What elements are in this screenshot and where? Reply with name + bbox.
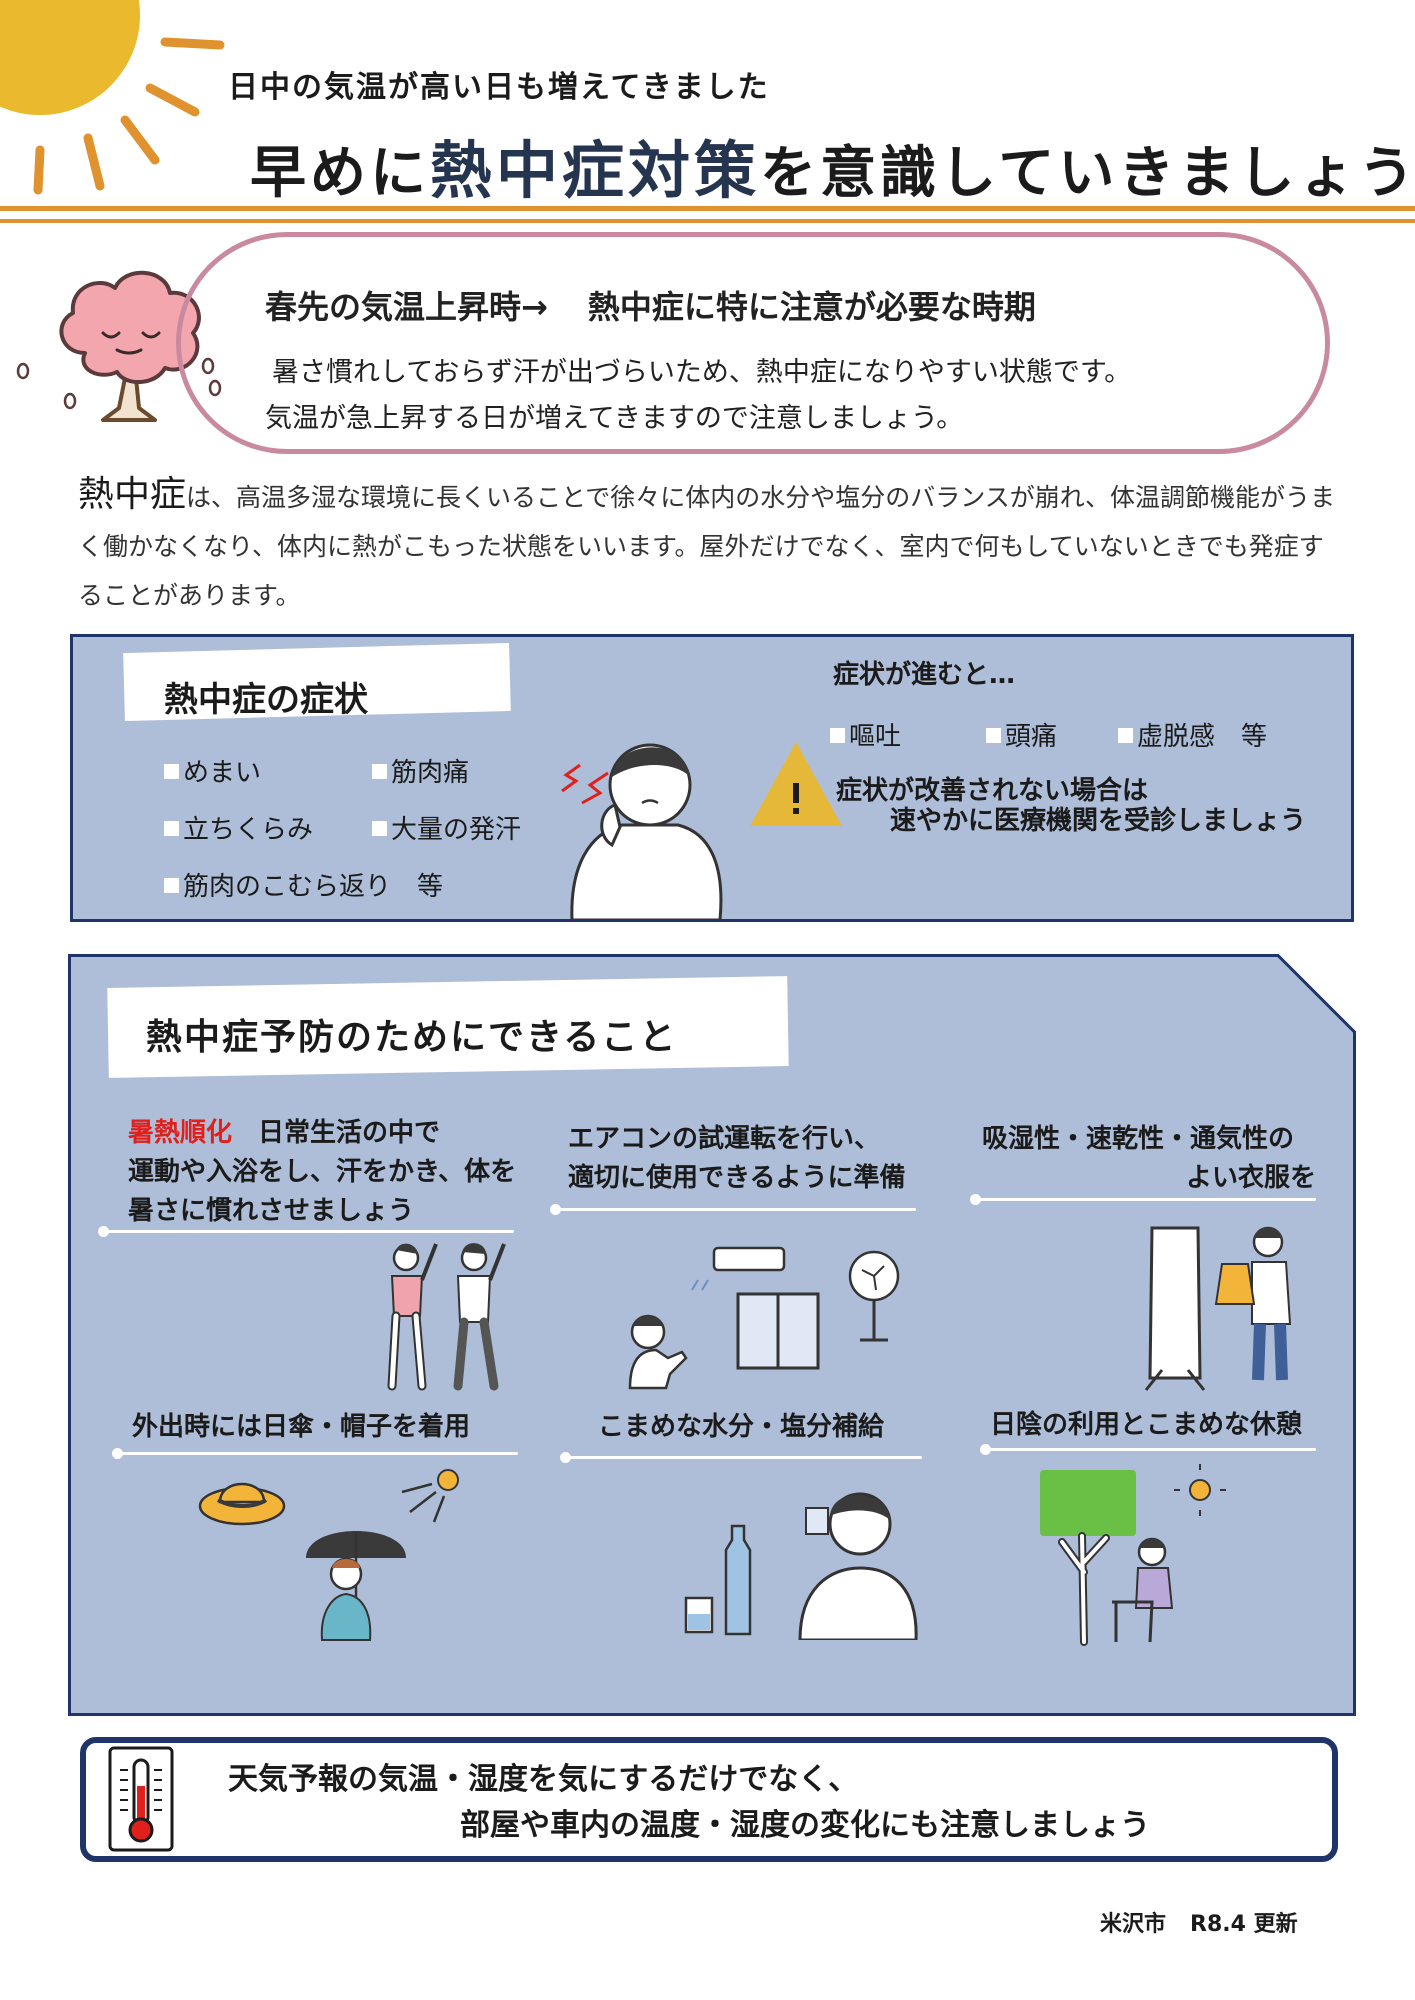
tip-1-rest: 日常生活の中で (258, 1118, 441, 1148)
advanced-symptom-item: 嘔吐 (830, 716, 901, 753)
symptom-item: 筋肉のこむら返り 等 (164, 866, 443, 903)
tree-shade-illustration (1040, 1464, 1226, 1646)
intro-term: 熱中症 (78, 474, 187, 515)
symptom-item: 立ちくらみ (164, 809, 313, 846)
footer: 米沢市 R8.4 更新 (1100, 1906, 1298, 1938)
tip-5-underline (560, 1452, 922, 1463)
tip-clothing: 吸湿性・速乾性・通気性の よい衣服を (982, 1120, 1322, 1198)
tip-heat-acclimation: 暑熱順化 日常生活の中で 運動や入浴をし、汗をかき、体を 暑さに慣れさせましょう (128, 1114, 516, 1231)
footer-city: 米沢市 (1100, 1912, 1167, 1937)
advanced-symptoms-title: 症状が進むと… (833, 660, 1016, 690)
tip-2-underline (550, 1204, 916, 1215)
title-emphasis: 熱中症対策 (430, 134, 761, 207)
tip-4-underline (112, 1448, 518, 1459)
tip-1-underline (98, 1226, 514, 1237)
tip-hydration: こまめな水分・塩分補給 (598, 1412, 885, 1442)
tip-3-line-1: 吸湿性・速乾性・通気性の (982, 1124, 1295, 1154)
notice-line-1: 天気予報の気温・湿度を気にするだけでなく、 (228, 1762, 859, 1797)
warning-triangle-icon (750, 742, 842, 826)
advanced-symptom-item: 頭痛 (986, 716, 1057, 753)
symptoms-title: 熱中症の症状 (164, 680, 368, 720)
header-subtitle: 日中の気温が高い日も増えてきました (228, 70, 770, 105)
symptom-item: 筋肉痛 (372, 752, 469, 789)
page-title: 早めに熱中症対策を意識していきましょう！ (250, 120, 1415, 210)
stretching-people-illustration (387, 1243, 506, 1391)
spring-title-left: 春先の気温上昇時→ (265, 288, 548, 326)
dizzy-person-illustration (561, 743, 723, 920)
spring-title-right: 熱中症に特に注意が必要な時期 (587, 288, 1036, 326)
temperature-humidity-notice (80, 1737, 1338, 1862)
symptom-item: 大量の発汗 (372, 809, 521, 846)
tip-shade-rest: 日陰の利用とこまめな休憩 (990, 1410, 1303, 1440)
tip-2-line-2: 適切に使用できるように準備 (568, 1163, 906, 1193)
warning-line-1: 症状が改善されない場合は (836, 776, 1149, 806)
header-rule-top (0, 206, 1415, 211)
spring-notice-title: 春先の気温上昇時→ 熱中症に特に注意が必要な時期 (265, 282, 1036, 328)
sun-icon (0, 0, 225, 195)
warning-line-2: 速やかに医療機関を受診しましょう (890, 806, 1307, 836)
spring-notice-box (176, 232, 1330, 454)
drinking-water-illustration (684, 1492, 918, 1640)
tip-2-line-1: エアコンの試運転を行い、 (568, 1124, 881, 1154)
tip-6-underline (980, 1444, 1316, 1455)
spring-line-1: 暑さ慣れしておらず汗が出づらいため、熱中症になりやすい状態です。 (272, 357, 1132, 388)
hat-umbrella-illustration (198, 1469, 459, 1641)
intro-paragraph: 熱中症は、高温多湿な環境に長くいることで徐々に体内の水分や塩分のバランスが崩れ、… (78, 470, 1348, 620)
tip-parasol-hat: 外出時には日傘・帽子を着用 (132, 1412, 471, 1442)
symptom-item: めまい (164, 752, 261, 789)
tip-1-keyword: 暑熱順化 (128, 1118, 233, 1148)
intro-text: は、高温多湿な環境に長くいることで徐々に体内の水分や塩分のバランスが崩れ、体温調… (78, 483, 1336, 610)
spring-line-2: 気温が急上昇する日が増えてきますので注意しましょう。 (265, 403, 964, 434)
footer-updated: R8.4 更新 (1190, 1912, 1298, 1937)
advanced-symptom-item: 虚脱感 等 (1118, 716, 1267, 753)
tip-1-line-2: 運動や入浴をし、汗をかき、体を (128, 1157, 517, 1187)
thermometer-icon (108, 1746, 174, 1852)
tip-3-line-2: よい衣服を (1185, 1163, 1316, 1193)
prevention-panel (68, 954, 1356, 1716)
title-prefix: 早めに (250, 141, 430, 206)
prevention-title: 熱中症予防のためにできること (146, 1017, 678, 1058)
tip-aircon: エアコンの試運転を行い、 適切に使用できるように準備 (568, 1120, 905, 1198)
tip-1-line-3: 暑さに慣れさせましょう (128, 1196, 415, 1226)
aircon-room-illustration (628, 1246, 900, 1390)
tip-3-underline (970, 1194, 1316, 1205)
notice-line-2: 部屋や車内の温度・湿度の変化にも注意しましょう (460, 1808, 1150, 1843)
clothing-mirror-illustration (1144, 1226, 1292, 1391)
title-suffix: を意識していきましょう！ (760, 141, 1415, 206)
header-rule-bottom (0, 219, 1415, 223)
